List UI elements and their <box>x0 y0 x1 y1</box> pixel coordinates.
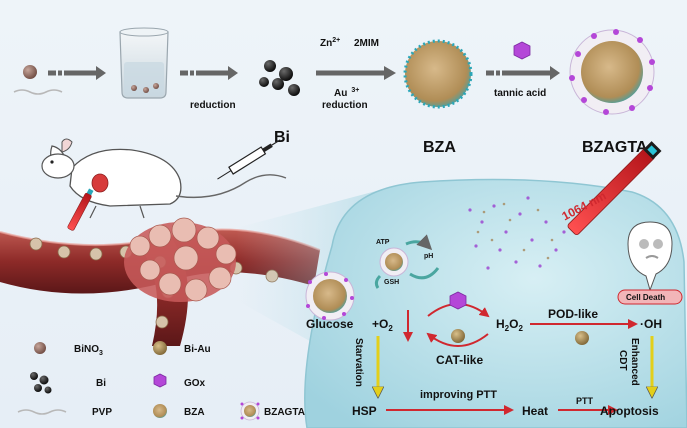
legend-gox-icon <box>153 373 167 388</box>
cdt-label: CDT <box>617 350 628 371</box>
apoptosis-label: Apoptosis <box>600 404 659 418</box>
legend: BiNO3 Bi-Au Bi GOx PVP BZA BZAGTA <box>17 341 305 421</box>
bzagta-entering-cell <box>305 271 355 321</box>
pvp-chain <box>13 89 63 95</box>
gox-hexagon-icon <box>513 41 531 60</box>
starvation-label: Starvation <box>353 338 364 387</box>
cell-death-icon <box>627 221 673 292</box>
syringe-icon <box>217 139 281 180</box>
legend-bza-label: BZA <box>184 407 205 418</box>
bzagta-label-top: BZAGTA <box>582 139 648 156</box>
enhanced-label: Enhanced <box>629 338 640 386</box>
ptt-label: PTT <box>576 396 594 406</box>
cat-cycle-arrow-bottom <box>426 332 489 347</box>
gox-hexagon-cell <box>449 291 467 310</box>
zn-ion-label: Zn2+ <box>320 37 340 49</box>
o2-label: +O2 <box>372 317 393 333</box>
h2o2-label: H2O2 <box>496 317 523 333</box>
legend-bi-icon <box>30 372 52 394</box>
legend-biau-icon <box>153 341 167 355</box>
dashed-arrow-2 <box>180 66 238 80</box>
reaction-arrow-top <box>316 66 396 80</box>
biau-particle-pod <box>575 331 589 345</box>
heat-label: Heat <box>522 404 548 418</box>
binO3-particle <box>23 65 37 79</box>
reduction-label-1: reduction <box>190 100 236 111</box>
cell-death-label: Cell Death <box>626 293 665 302</box>
bza-sphere-icon <box>403 39 473 109</box>
cell-body <box>304 178 687 428</box>
legend-binO3-icon <box>34 342 46 354</box>
legend-bzagta-label: BZAGTA <box>264 407 305 418</box>
mim-label: 2MIM <box>354 38 379 49</box>
tannic-acid-label: tannic acid <box>494 88 546 99</box>
laser-pen-small <box>67 188 94 231</box>
mouse-illustration <box>41 138 287 219</box>
tumor-spot <box>91 173 109 193</box>
legend-gox-label: GOx <box>184 378 206 389</box>
legend-pvp-icon <box>17 409 67 415</box>
biau-particle-cell <box>451 329 465 343</box>
legend-binO3-label: BiNO3 <box>74 344 103 357</box>
tumor-mass <box>124 217 237 302</box>
legend-bzagta-icon <box>240 401 260 421</box>
legend-biau-label: Bi-Au <box>184 344 211 355</box>
improving-ptt-label: improving PTT <box>420 389 497 401</box>
hsp-label: HSP <box>352 404 377 418</box>
cell-particle-cloud <box>468 196 566 270</box>
gsh-label: GSH <box>384 279 399 286</box>
reduction-label-2: reduction <box>322 100 368 111</box>
dashed-arrow-1 <box>48 66 106 80</box>
legend-bza-icon <box>153 404 167 418</box>
cell-nanoparticle <box>374 234 440 289</box>
atp-label: ATP <box>376 239 390 246</box>
pod-like-label: POD-like <box>548 307 598 321</box>
oh-label: ·OH <box>640 317 662 331</box>
cat-like-label: CAT-like <box>436 353 483 367</box>
bi-cluster-icon <box>259 60 300 96</box>
bi-label-top: Bi <box>274 129 290 146</box>
legend-bi-label: Bi <box>96 378 106 389</box>
laser-pen-large <box>567 141 662 235</box>
bza-label-top: BZA <box>423 139 456 156</box>
legend-pvp-label: PVP <box>92 407 112 418</box>
cell-death-badge <box>617 289 683 305</box>
dashed-arrow-3 <box>486 66 560 80</box>
glucose-label: Glucose <box>306 317 354 331</box>
ph-label: pH <box>424 253 433 260</box>
bzagta-sphere-icon <box>569 29 655 115</box>
beaker-icon <box>119 27 169 99</box>
